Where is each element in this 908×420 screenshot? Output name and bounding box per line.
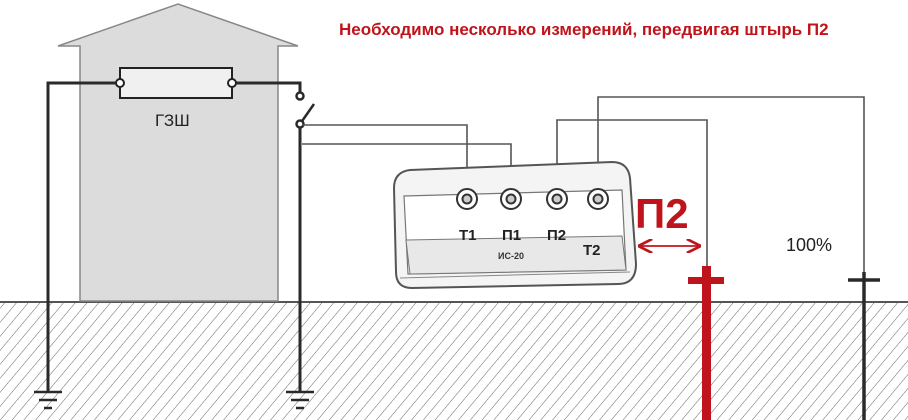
busbar-box — [119, 67, 233, 99]
wiring — [46, 81, 302, 392]
probe-p2-stake — [688, 266, 724, 420]
terminal-label-p2: П2 — [547, 227, 566, 244]
far-electrode-label: 100% — [786, 235, 832, 255]
ground-hatching — [0, 303, 908, 420]
busbar-left-node — [115, 78, 125, 88]
device-model: ИС-20 — [498, 251, 524, 261]
diagram-title: Необходимо несколько измерений, передвиг… — [339, 20, 829, 39]
probe-label: П2 — [635, 190, 689, 237]
disconnect-switch — [295, 91, 316, 129]
busbar-right-node — [227, 78, 237, 88]
busbar-label: ГЗШ — [155, 111, 190, 130]
meter-device — [392, 160, 638, 290]
terminal-label-t1: Т1 — [459, 227, 477, 244]
earth-symbol-right — [286, 390, 314, 410]
terminal-label-p1: П1 — [502, 227, 521, 244]
earth-symbol-left — [34, 390, 62, 410]
current-electrode-t2 — [848, 272, 880, 420]
terminal-label-t2: Т2 — [583, 242, 601, 259]
terminal-sockets — [456, 188, 609, 210]
building — [57, 3, 299, 302]
